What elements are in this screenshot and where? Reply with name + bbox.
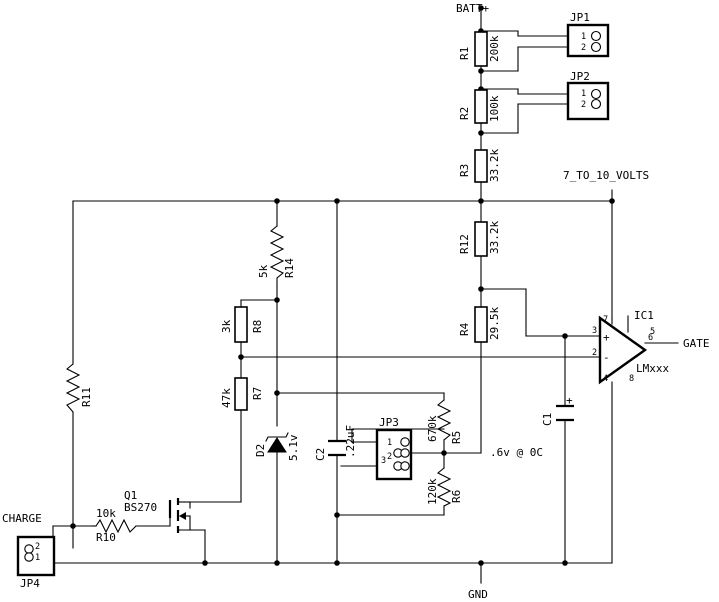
r8-value: 3k xyxy=(220,319,233,333)
jp1-name: JP1 xyxy=(570,11,590,24)
q1-name: Q1 xyxy=(124,489,137,502)
resistor-r6: 120k R6 xyxy=(426,467,463,507)
r11-name: R11 xyxy=(80,387,93,407)
header-jp3: 1 2 3 JP3 xyxy=(375,416,413,481)
capacitor-c1: + C1 xyxy=(541,394,574,426)
r4-name: R4 xyxy=(458,322,471,336)
jp2-name: JP2 xyxy=(570,70,590,83)
pin-8: 8 xyxy=(629,374,634,384)
resistor-r14: 5k R14 xyxy=(257,225,296,287)
r3-name: R3 xyxy=(458,164,471,177)
wires xyxy=(36,7,613,584)
r5-name: R5 xyxy=(450,431,463,444)
net-gate-label: GATE xyxy=(683,337,710,350)
opamp-ic1: + - 7 3 2 4 8 6 5 IC1 LMxxx xyxy=(592,309,679,385)
pin-5: 5 xyxy=(650,327,655,337)
pin-6: 6 xyxy=(648,333,653,343)
mosfet-q1: Q1 BS270 xyxy=(124,489,186,533)
r7-value: 47k xyxy=(220,388,233,408)
header-jp4: 2 1 JP4 xyxy=(16,535,56,590)
header-jp2: 1 2 JP2 xyxy=(566,70,610,121)
header-jp1: 1 2 JP1 xyxy=(566,11,610,58)
net-supply-label: 7_TO_10_VOLTS xyxy=(563,169,649,182)
r6-name: R6 xyxy=(450,490,463,503)
r3-value: 33.2k xyxy=(488,149,501,182)
resistor-r8: 3k R8 xyxy=(220,306,264,343)
capacitor-c2: C2 .22uF xyxy=(314,425,357,461)
jp2-pin1: 1 xyxy=(581,89,586,99)
net-charge-label: CHARGE xyxy=(2,512,42,525)
r4-value: 29.5k xyxy=(488,307,501,340)
pin-2: 2 xyxy=(592,348,597,358)
d2-value: 5.1v xyxy=(287,434,300,461)
net-batt-label: BATT+ xyxy=(456,2,489,15)
r7-name: R7 xyxy=(251,387,264,400)
pin-4: 4 xyxy=(603,374,608,384)
jp4-pin1: 1 xyxy=(35,553,40,563)
resistor-r3: R3 33.2k xyxy=(458,149,501,183)
jp4-name: JP4 xyxy=(20,577,40,590)
c2-name: C2 xyxy=(314,448,327,461)
net-gnd-label: GND xyxy=(468,588,488,601)
jp3-pin2: 2 xyxy=(387,452,392,462)
r8-name: R8 xyxy=(251,320,264,333)
resistor-r7: 47k R7 xyxy=(220,377,264,411)
jp1-pin1: 1 xyxy=(581,32,586,42)
resistor-r1: R1 200k xyxy=(458,31,501,67)
r12-name: R12 xyxy=(458,234,471,254)
r2-name: R2 xyxy=(458,107,471,120)
pin-3: 3 xyxy=(592,326,597,336)
r6-value: 120k xyxy=(426,478,439,505)
r5-value: 670k xyxy=(426,415,439,442)
resistor-r4: R4 29.5k xyxy=(458,306,501,343)
r1-name: R1 xyxy=(458,47,471,60)
c2-value: .22uF xyxy=(344,425,357,458)
ic1-name: IC1 xyxy=(634,309,654,322)
c1-name: C1 xyxy=(541,413,554,426)
r10-name: R10 xyxy=(96,531,116,544)
jp1-pin2: 2 xyxy=(581,43,586,53)
q1-value: BS270 xyxy=(124,501,157,514)
d2-name: D2 xyxy=(254,444,267,457)
jp3-pin1: 1 xyxy=(387,438,392,448)
opamp-plus: + xyxy=(603,331,610,344)
jp3-name: JP3 xyxy=(379,416,399,429)
pin-7: 7 xyxy=(603,315,608,325)
junctions xyxy=(70,5,615,566)
jp2-pin2: 2 xyxy=(581,100,586,110)
r2-value: 100k xyxy=(488,95,501,122)
jp3-pin3: 3 xyxy=(381,456,386,466)
opamp-minus: - xyxy=(603,351,610,364)
resistor-r5: 670k R5 xyxy=(426,399,463,444)
c1-plus: + xyxy=(566,394,573,407)
resistor-r10: 10k R10 xyxy=(95,507,137,544)
r10-value: 10k xyxy=(96,507,116,520)
resistor-r12: R12 33.2k xyxy=(458,221,501,257)
jp4-pin2: 2 xyxy=(35,542,40,552)
r12-value: 33.2k xyxy=(488,221,501,254)
resistor-r11: R11 xyxy=(65,363,93,413)
reference-voltage-label: .6v @ 0C xyxy=(490,446,543,459)
ic1-value: LMxxx xyxy=(636,362,669,375)
r14-value: 5k xyxy=(257,264,270,278)
r14-name: R14 xyxy=(283,258,296,278)
r1-value: 200k xyxy=(488,35,501,62)
zener-diode-d2: D2 5.1v xyxy=(254,432,300,461)
resistor-r2: R2 100k xyxy=(458,89,501,124)
